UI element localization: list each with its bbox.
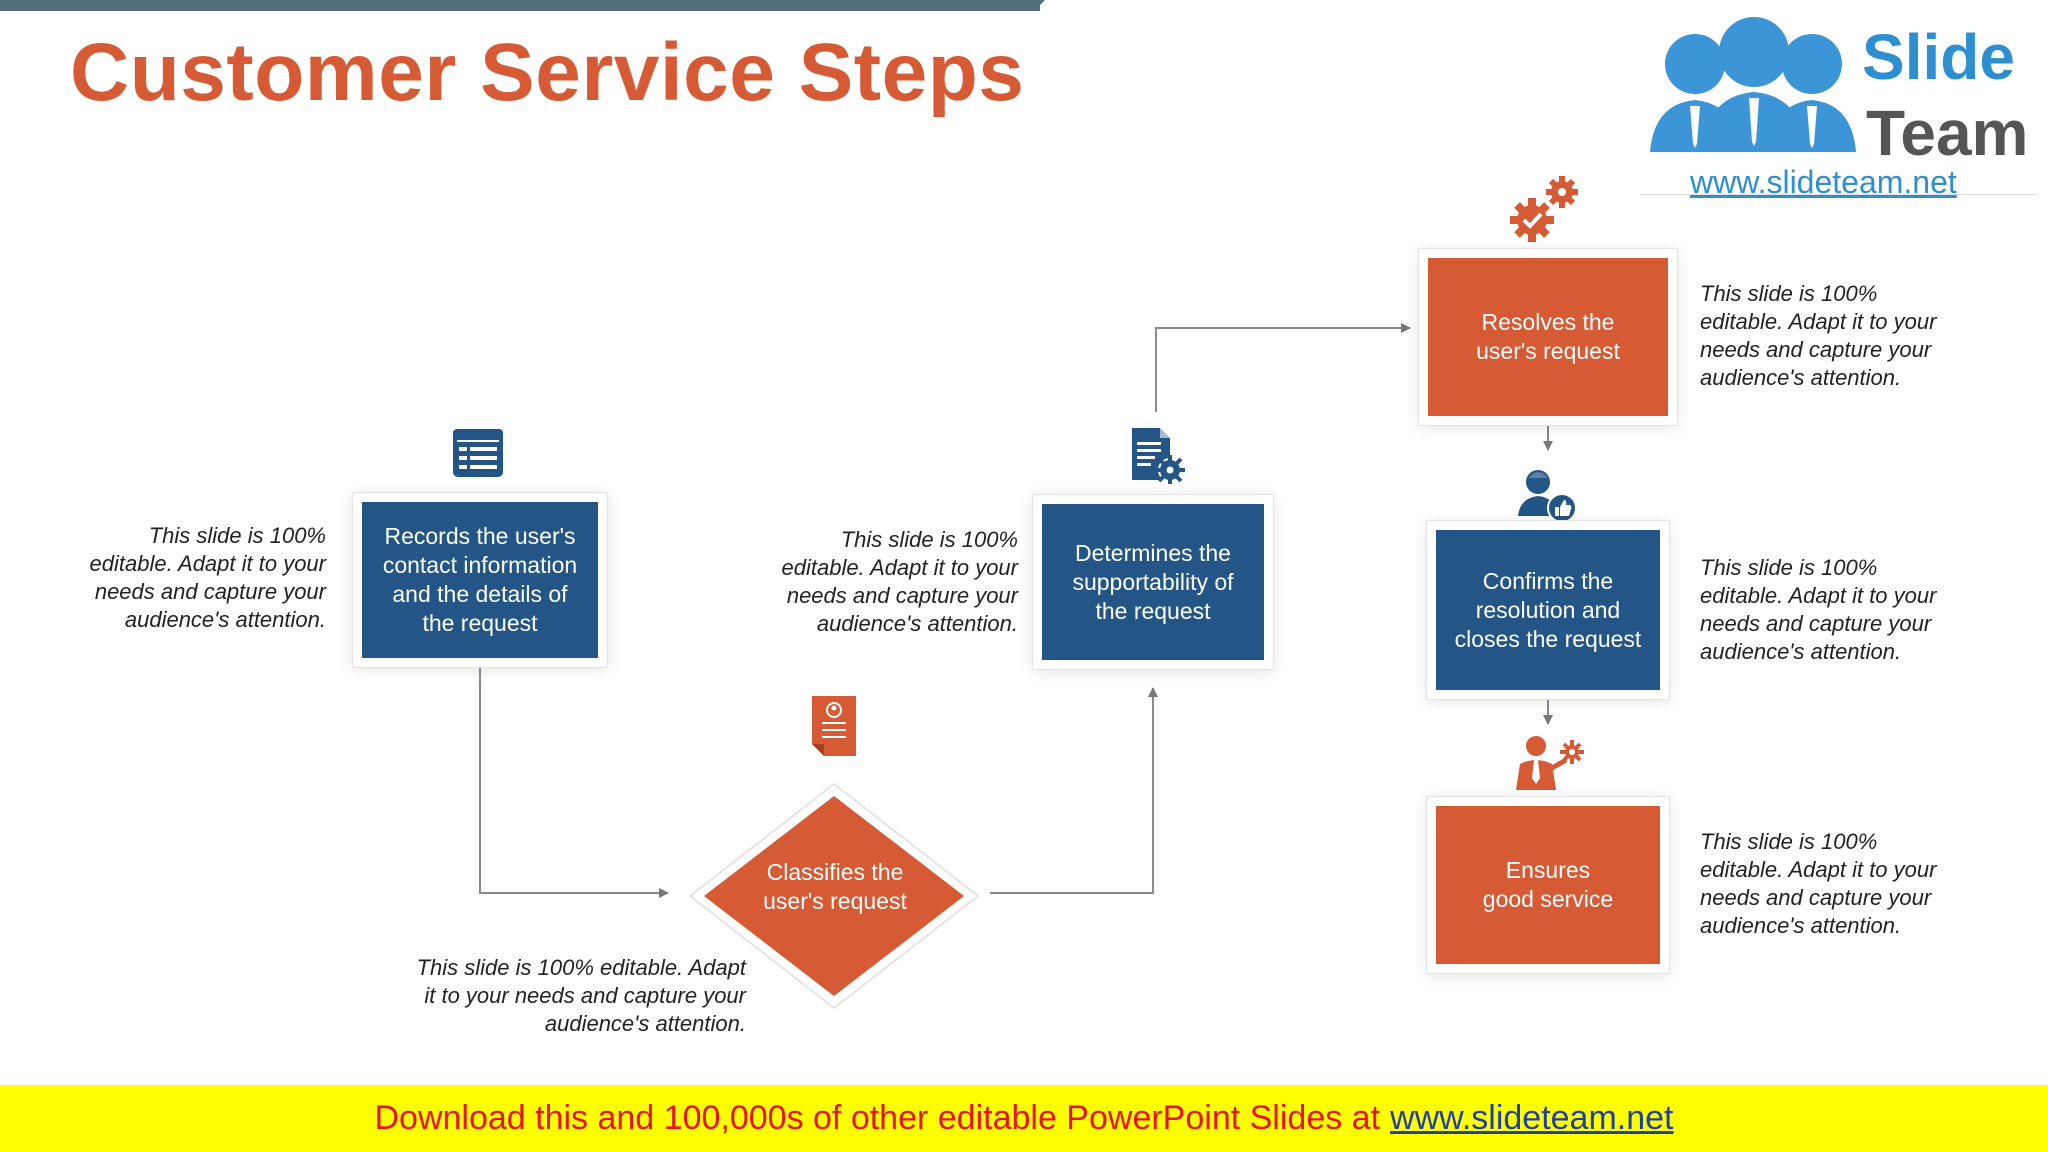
step-resolves-box[interactable]: Resolves the user's request <box>1428 258 1668 416</box>
step-classifies-diamond[interactable] <box>686 780 982 1012</box>
step-confirms-box[interactable]: Confirms the resolution and closes the r… <box>1436 530 1660 690</box>
banner-text: Download this and 100,000s of other edit… <box>374 1099 1381 1137</box>
note-records: This slide is 100% editable. Adapt it to… <box>89 523 326 632</box>
gears-icon <box>1508 172 1584 249</box>
arrow-classifies-to-determines <box>990 687 1158 894</box>
step-determines-box[interactable]: Determines the supportability of the req… <box>1042 504 1264 660</box>
logo-word-slide: Slide <box>1862 21 2015 93</box>
people-logo-icon <box>1650 17 1856 152</box>
slide-title: Customer Service Steps <box>70 27 1025 118</box>
top-accent-bar <box>0 0 1040 11</box>
slideteam-logo[interactable]: Slide Team www.slideteam.net <box>1640 12 2038 200</box>
document-profile-icon <box>810 694 858 763</box>
user-thumbs-up-icon <box>1518 466 1580 531</box>
step-classifies-label: Classifies the user's request <box>763 859 907 914</box>
arrow-records-to-classifies <box>479 667 669 898</box>
download-banner[interactable]: Download this and 100,000s of other edit… <box>0 1085 2048 1152</box>
note-resolves: This slide is 100% editable. Adapt it to… <box>1700 281 1937 390</box>
note-confirms: This slide is 100% editable. Adapt it to… <box>1700 555 1937 664</box>
top-accent-bar-end <box>1034 0 1045 11</box>
decision-diamond-shape <box>688 782 980 1010</box>
businessman-gear-icon <box>1512 734 1584 795</box>
banner-url-link[interactable]: www.slideteam.net <box>1390 1099 1674 1137</box>
note-determines: This slide is 100% editable. Adapt it to… <box>781 527 1018 636</box>
step-ensures-box[interactable]: Ensures good service <box>1436 806 1660 964</box>
note-classifies: This slide is 100% editable. Adapt it to… <box>416 955 746 1036</box>
logo-divider <box>1640 194 2038 195</box>
note-ensures: This slide is 100% editable. Adapt it to… <box>1700 829 1937 938</box>
form-list-icon <box>452 428 504 483</box>
arrow-determines-to-resolves <box>1155 323 1411 412</box>
logo-word-team: Team <box>1866 97 2029 169</box>
document-gear-icon <box>1130 426 1186 489</box>
step-records-box[interactable]: Records the user's contact information a… <box>362 502 598 658</box>
